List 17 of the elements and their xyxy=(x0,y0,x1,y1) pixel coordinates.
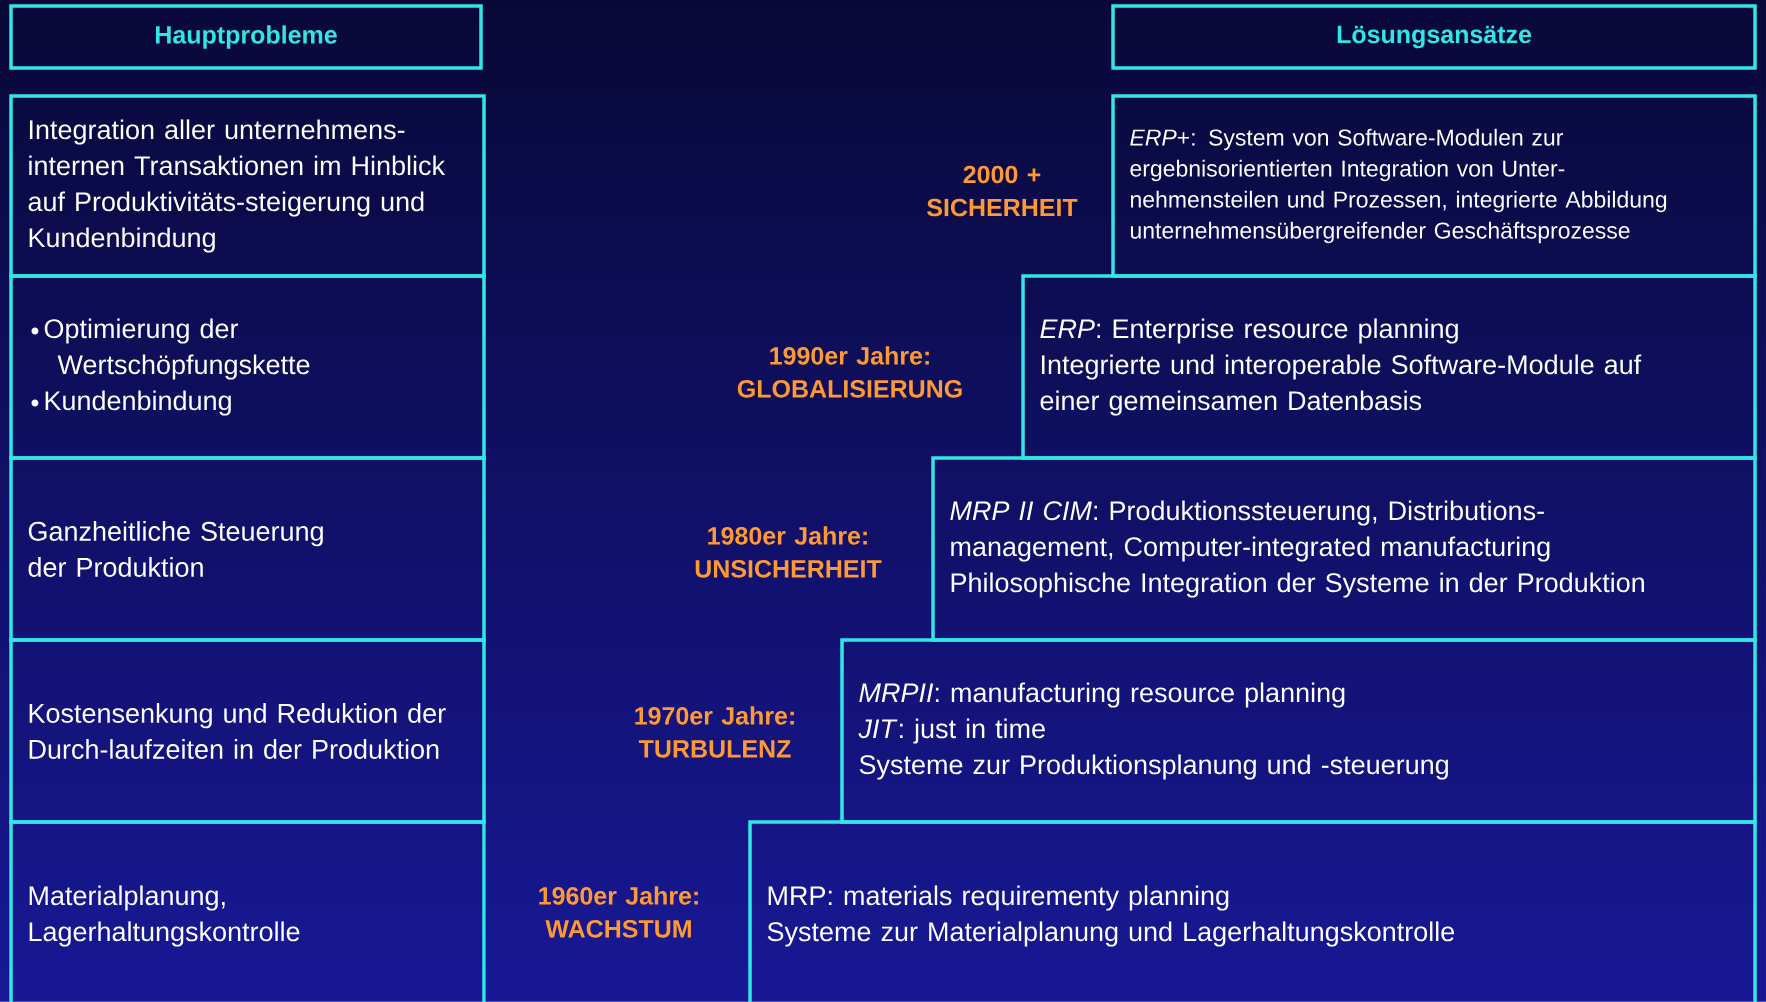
year-label: 1960er Jahre: WACHSTUM xyxy=(539,886,698,938)
problem-box: Ganzheitliche Steuerung der Produktion xyxy=(9,456,486,642)
problem-box: Integration aller unternehmens-internen Transaktionen im Hinblick auf Produktivitäts-steigerung und Kundenbindung xyxy=(9,94,486,278)
solution-box: MRP: materials requirementy planning Systeme zur Materialplanung und Lagerhaltungskontrolle xyxy=(748,820,1757,1002)
year-label: 1980er Jahre: UNSICHERHEIT xyxy=(695,526,882,578)
solution-box: MRPII: manufacturing resource planning JIT: just in time Systeme zur Produktionsplanung und -steuerung xyxy=(840,638,1757,824)
problem-box: Kostensenkung und Reduktion der Durch-laufzeiten in der Produktion xyxy=(9,638,486,824)
year-label: 1990er Jahre: GLOBALISIERUNG xyxy=(737,346,962,398)
year-label: 2000 + SICHERHEIT xyxy=(927,165,1078,217)
year-label: 1970er Jahre: TURBULENZ xyxy=(635,706,794,758)
problem-box: Materialplanung, Lagerhaltungskontrolle xyxy=(9,820,486,1002)
solution-box: MRP II CIM: Produktionssteuerung, Distributions-management, Computer-integrated manufacturing Philosophische Integration der Systeme in der Produktion xyxy=(931,456,1757,642)
problem-box: Optimierung der Wertschöpfungskette Kundenbindung xyxy=(9,274,486,460)
solution-box: ERP: Enterprise resource planning Integrierte und interoperable Software-Module auf einer gemeinsamen Datenbasis xyxy=(1021,274,1757,460)
solution-box: ERP+: System von Software-Modulen zur ergebnisorientierten Integration von Unter-nehmensteilen und Prozessen, integrierte Abbildung unternehmensübergreifender Geschäftsprozesse xyxy=(1111,94,1757,278)
header-box: Hauptprobleme xyxy=(9,4,483,70)
header-box: Lösungsansätze xyxy=(1111,4,1757,70)
